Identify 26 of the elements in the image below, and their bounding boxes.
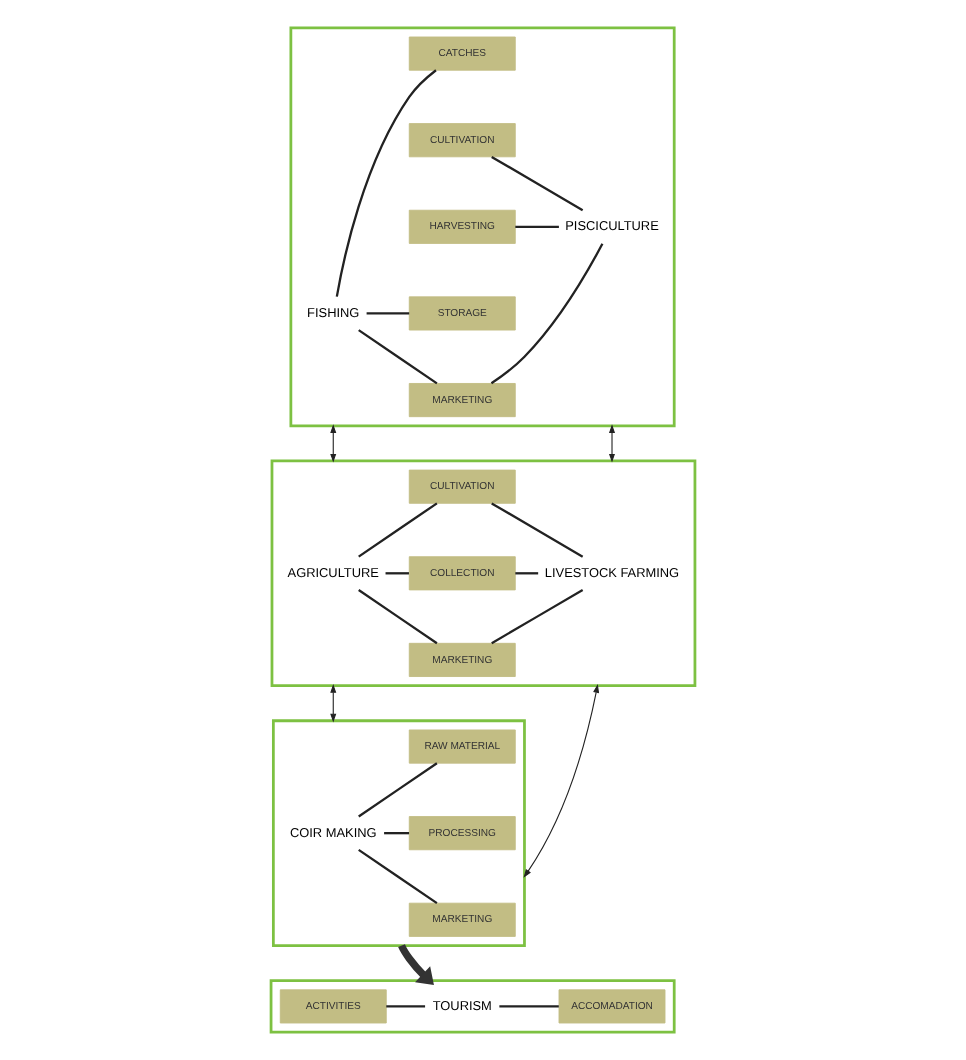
connector [490, 243, 604, 385]
connector [358, 502, 438, 558]
cluster [270, 459, 697, 688]
connector [366, 312, 410, 315]
connector [358, 762, 438, 818]
arrow [330, 424, 337, 463]
cluster [289, 26, 676, 428]
arrow [608, 424, 616, 463]
arrow [398, 944, 434, 986]
connector [499, 1005, 559, 1008]
connector [358, 589, 438, 645]
connector [515, 225, 559, 228]
connector [358, 329, 438, 385]
arrow [523, 684, 600, 878]
connector [386, 1005, 426, 1008]
connector [491, 588, 584, 645]
connector [358, 848, 438, 905]
cluster [269, 979, 676, 1034]
connector [515, 572, 539, 575]
cluster [272, 719, 526, 947]
connector [335, 69, 437, 297]
connector [491, 155, 584, 212]
connector [491, 502, 584, 558]
connector [385, 572, 409, 575]
arrow [330, 684, 337, 723]
connector [384, 832, 410, 835]
